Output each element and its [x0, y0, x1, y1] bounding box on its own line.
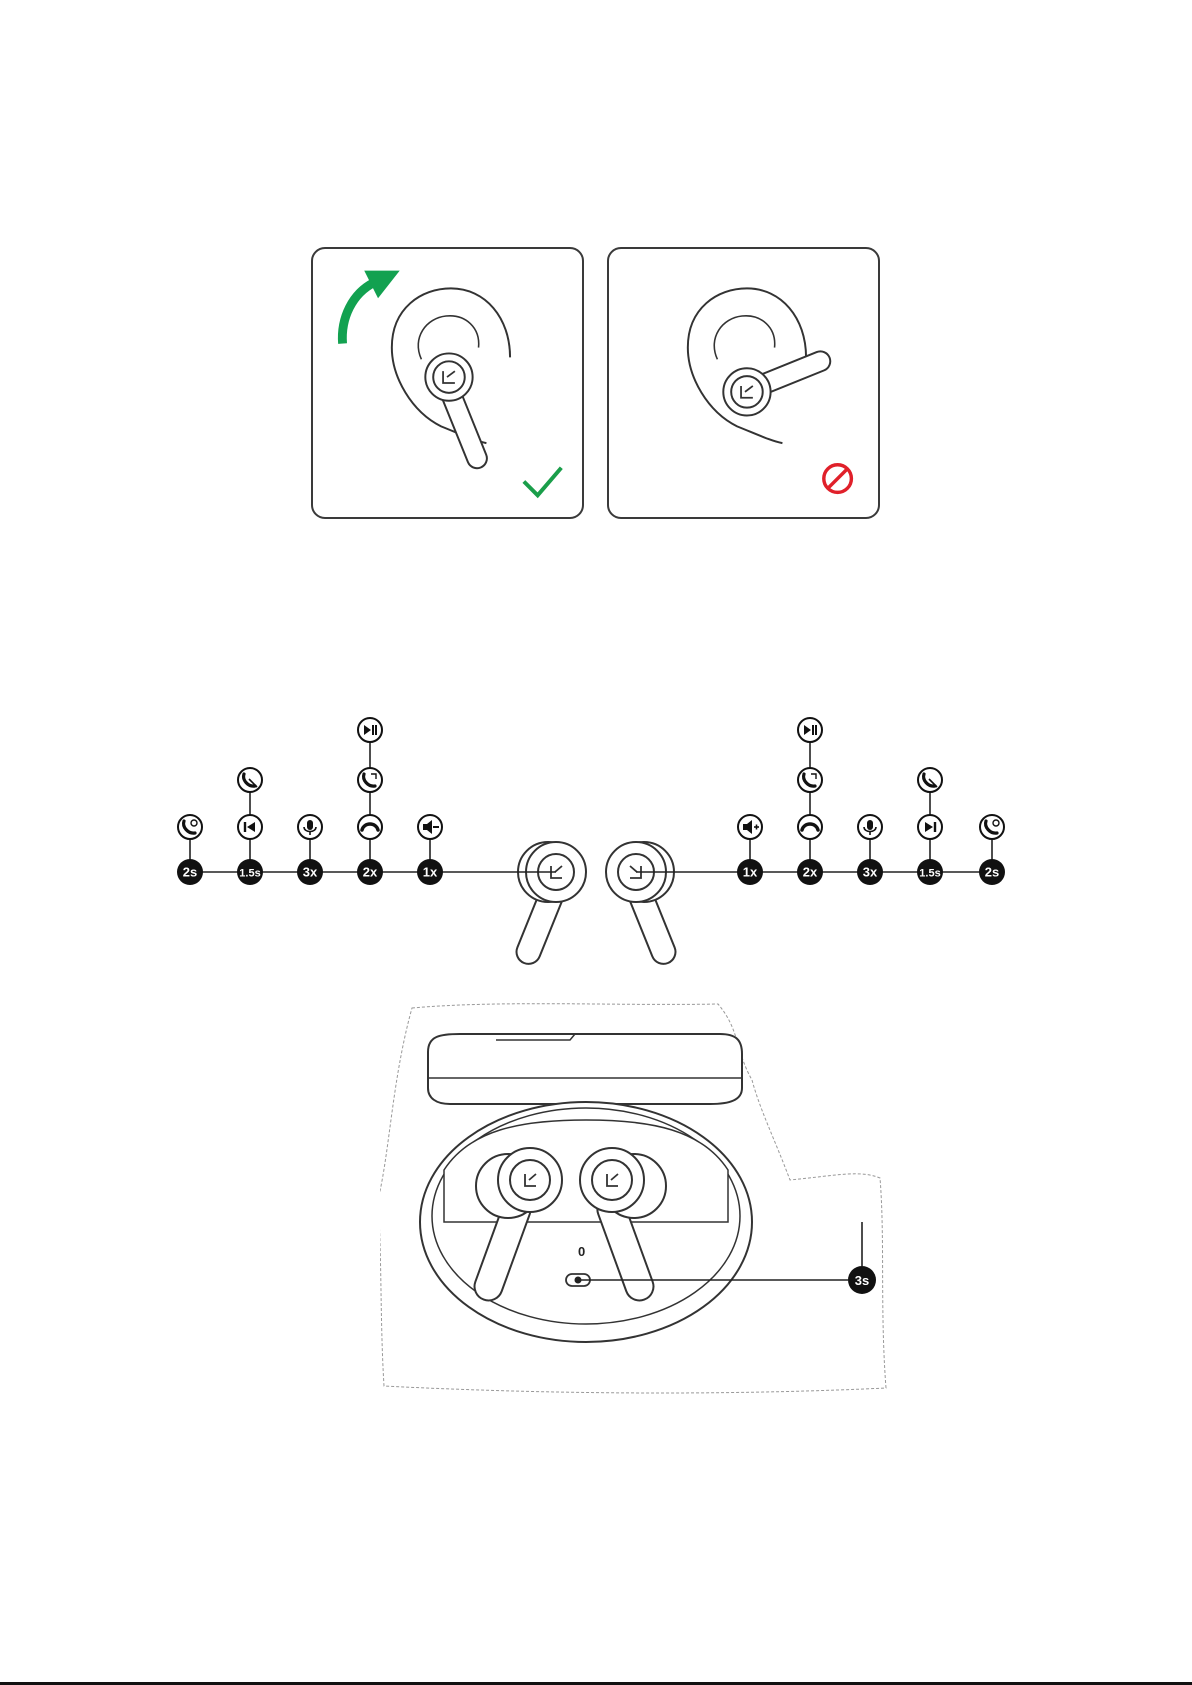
left-earbud-illustration — [513, 842, 586, 968]
end-call-icon — [358, 815, 382, 839]
case-button-badge-text: 3s — [855, 1273, 869, 1288]
case-indicator-label: 0 — [578, 1244, 585, 1259]
volume-down-icon — [418, 815, 442, 839]
wear-incorrect-panel — [607, 247, 880, 519]
gesture-badge: 1.5s — [917, 859, 943, 885]
right-step-1: 1x — [737, 815, 763, 885]
gesture-badge-text: 2x — [803, 865, 818, 880]
case-button-badge: 3s — [848, 1266, 876, 1294]
wear-correct-panel — [311, 247, 584, 519]
answer-call-icon — [798, 768, 822, 792]
gesture-badge: 1x — [737, 859, 763, 885]
prohibited-icon — [824, 465, 852, 493]
charging-case-diagram: 0 3s — [380, 1000, 960, 1400]
left-step-4: 2x — [357, 718, 383, 885]
gesture-badge-text: 1x — [423, 865, 438, 880]
rotate-arrow-icon — [342, 271, 399, 344]
previous-track-icon — [238, 815, 262, 839]
gesture-badge: 1.5s — [237, 859, 263, 885]
right-step-3: 3x — [857, 815, 883, 885]
gesture-badge: 2x — [357, 859, 383, 885]
gesture-badge: 3x — [297, 859, 323, 885]
next-track-icon — [918, 815, 942, 839]
check-icon — [524, 468, 561, 496]
microphone-icon — [298, 815, 322, 839]
earbud-worn-correct-illustration — [313, 249, 582, 517]
play-pause-icon — [798, 718, 822, 742]
gesture-badge-text: 3x — [863, 865, 878, 880]
right-earbud-illustration — [606, 842, 679, 968]
left-step-1: 2s — [177, 815, 203, 885]
right-step-2: 2x — [797, 718, 823, 885]
reject-call-icon — [238, 768, 262, 792]
gesture-badge: 2s — [979, 859, 1005, 885]
gesture-badge: 1x — [417, 859, 443, 885]
gesture-badge-text: 1.5s — [919, 868, 940, 880]
volume-up-icon — [738, 815, 762, 839]
right-step-4: 1.5s — [917, 768, 943, 885]
touch-controls-diagram: 2s 1.5s 3x 2x 1x 1x 2x 3x 1.5s 2s — [0, 700, 1192, 980]
gesture-badge: 3x — [857, 859, 883, 885]
gesture-badge: 2x — [797, 859, 823, 885]
earbud-worn-incorrect-illustration — [609, 249, 878, 517]
gesture-badge-text: 3x — [303, 865, 318, 880]
microphone-icon — [858, 815, 882, 839]
gesture-badge-text: 1x — [743, 865, 758, 880]
reject-call-icon — [918, 768, 942, 792]
left-step-3: 3x — [297, 815, 323, 885]
voice-assistant-icon — [178, 815, 202, 839]
gesture-badge: 2s — [177, 859, 203, 885]
gesture-badge-text: 2x — [363, 865, 378, 880]
gesture-badge-text: 1.5s — [239, 868, 260, 880]
right-step-5: 2s — [979, 815, 1005, 885]
gesture-badge-text: 2s — [985, 865, 999, 880]
gesture-badge-text: 2s — [183, 865, 197, 880]
left-step-5: 1x — [417, 815, 443, 885]
left-step-2: 1.5s — [237, 768, 263, 885]
voice-assistant-icon — [980, 815, 1004, 839]
answer-call-icon — [358, 768, 382, 792]
play-pause-icon — [358, 718, 382, 742]
end-call-icon — [798, 815, 822, 839]
